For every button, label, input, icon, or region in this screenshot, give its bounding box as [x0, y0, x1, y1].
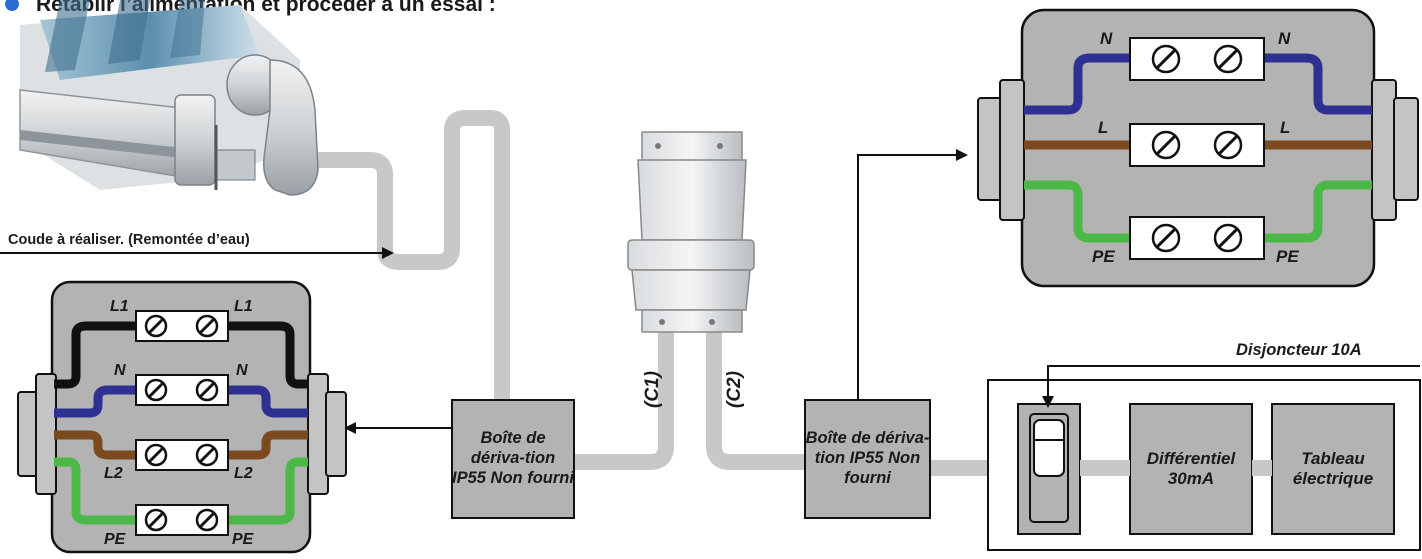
screw-terminal-icon: [195, 378, 219, 402]
step-title: Rétablir l’alimentation et procéder à un…: [36, 0, 496, 16]
screw-terminal-icon: [1213, 130, 1243, 160]
screw-terminal-icon: [1151, 223, 1181, 253]
tableau-box: [1271, 403, 1395, 535]
wire-label-l1-right: L1: [234, 298, 253, 315]
wire-label-l2-left: L2: [104, 465, 123, 482]
screw-terminal-icon: [144, 443, 168, 467]
breaker-icon: [1033, 419, 1065, 477]
disjoncteur-label: Disjoncteur 10A: [1236, 341, 1362, 359]
awning-illustration: [19, 0, 319, 196]
wire-label-n-right: N: [1278, 29, 1291, 48]
wire-label-pe-right2: PE: [232, 531, 255, 548]
screw-terminal-icon: [144, 314, 168, 338]
wire-label-l-right: L: [1280, 118, 1290, 137]
wire-label-pe-left: PE: [1092, 247, 1115, 266]
wire-label-n-left: N: [1100, 29, 1113, 48]
coude-label: Coude à réaliser. (Remontée d’eau): [8, 232, 250, 248]
wire-label-l1-left: L1: [110, 298, 129, 315]
derivation-box-left: [451, 399, 575, 519]
disjoncteur-arrow-icon: [1042, 365, 1420, 408]
differentiel-label: Différentiel 30mA: [1146, 448, 1236, 488]
wire-label-l2-right: L2: [234, 465, 253, 482]
derivation-box-right: [804, 399, 931, 519]
wire-label-n-left2: N: [114, 362, 126, 379]
derivation-right-label: Boîte de dériva-tion IP55 Non fourni: [805, 429, 930, 487]
screw-terminal-icon: [1151, 44, 1181, 74]
enclosure-left: [17, 280, 347, 554]
arrow-up-right-icon: [857, 149, 968, 400]
wire-label-l-left: L: [1098, 118, 1108, 137]
screw-terminal-icon: [195, 443, 219, 467]
wire-label-pe-left2: PE: [104, 531, 127, 548]
wire-label-n-right2: N: [236, 362, 248, 379]
screw-terminal-icon: [144, 378, 168, 402]
enclosure-right: [977, 8, 1419, 288]
c2-label: (C2): [724, 371, 745, 408]
screw-terminal-icon: [195, 314, 219, 338]
step-bullet-icon: [5, 0, 19, 11]
derivation-left-label: Boîte de dériva-tion IP55 Non fourni: [452, 429, 574, 487]
screw-terminal-icon: [144, 508, 168, 532]
junction-box-illustration: [627, 131, 755, 333]
c1-label: (C1): [642, 371, 663, 408]
wire-label-pe-right: PE: [1276, 247, 1299, 266]
screw-terminal-icon: [195, 508, 219, 532]
screw-terminal-icon: [1151, 130, 1181, 160]
tableau-label: Tableau électrique: [1292, 448, 1374, 488]
screw-terminal-icon: [1213, 44, 1243, 74]
differentiel-box: [1129, 403, 1253, 535]
screw-terminal-icon: [1213, 223, 1243, 253]
